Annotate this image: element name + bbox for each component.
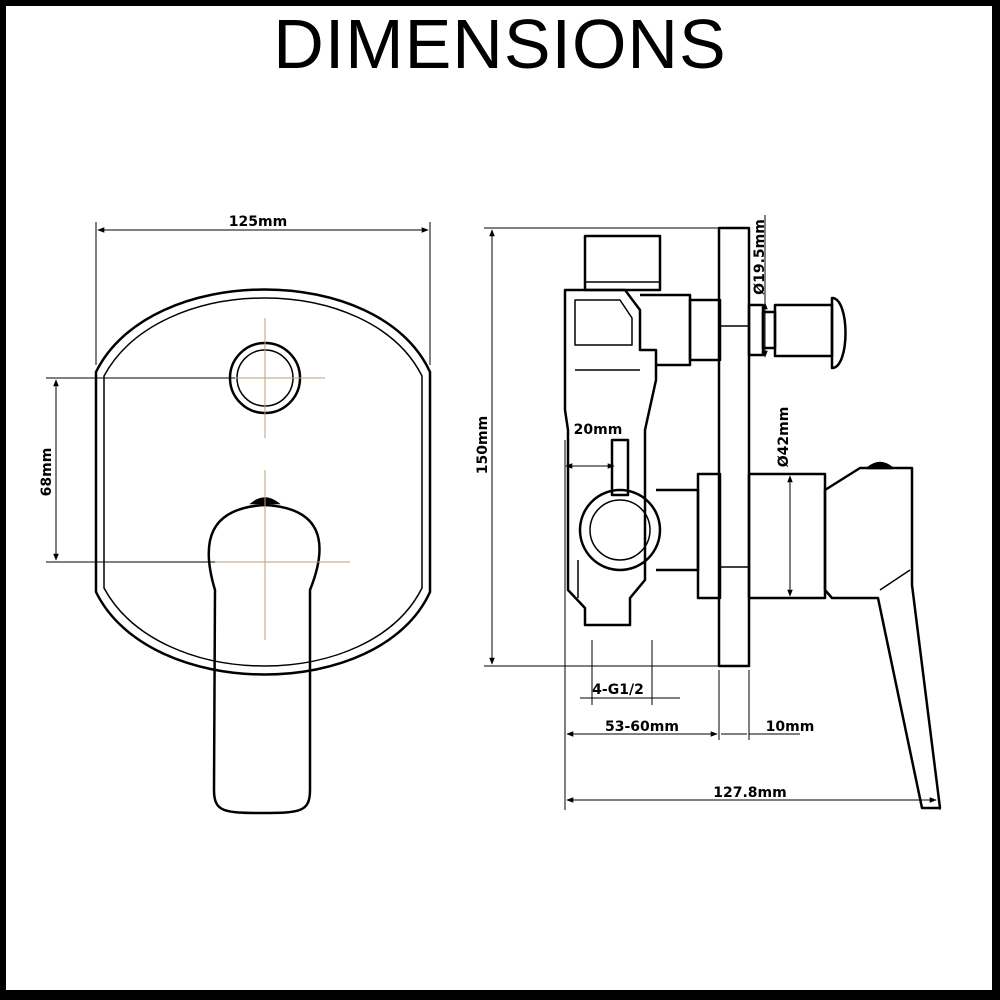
wall-plate (717, 226, 751, 668)
page-title: DIMENSIONS (273, 5, 727, 83)
total-label: 127.8mm (713, 785, 786, 801)
diverter-knob-side (747, 303, 765, 357)
side-view (563, 226, 942, 810)
lever-side (823, 466, 942, 810)
left-port-ring (578, 488, 662, 572)
depth-label: 53-60mm (605, 719, 679, 735)
height-label: 150mm (475, 416, 491, 474)
faceplate-outline (94, 288, 432, 676)
front-view (94, 288, 432, 815)
front-centerlines (180, 318, 350, 640)
offset-label: 20mm (574, 422, 623, 438)
lever-handle (207, 503, 321, 815)
side-dimensions (484, 215, 941, 810)
front-dimensions (46, 222, 431, 563)
valve-body-inner (574, 299, 633, 346)
upper-stem (640, 293, 692, 367)
lower-diameter-label: Ø42mm (776, 407, 792, 468)
width-label: 125mm (229, 214, 287, 230)
valve-body (563, 288, 658, 627)
top-port (583, 234, 662, 292)
thread-label: 4-G1/2 (592, 682, 644, 698)
cartridge-body (656, 488, 700, 572)
spacing-label: 68mm (39, 448, 55, 497)
upper-diameter-label: Ø19.5mm (752, 219, 768, 295)
faceplate-edge (103, 297, 423, 667)
plate-label: 10mm (766, 719, 815, 735)
